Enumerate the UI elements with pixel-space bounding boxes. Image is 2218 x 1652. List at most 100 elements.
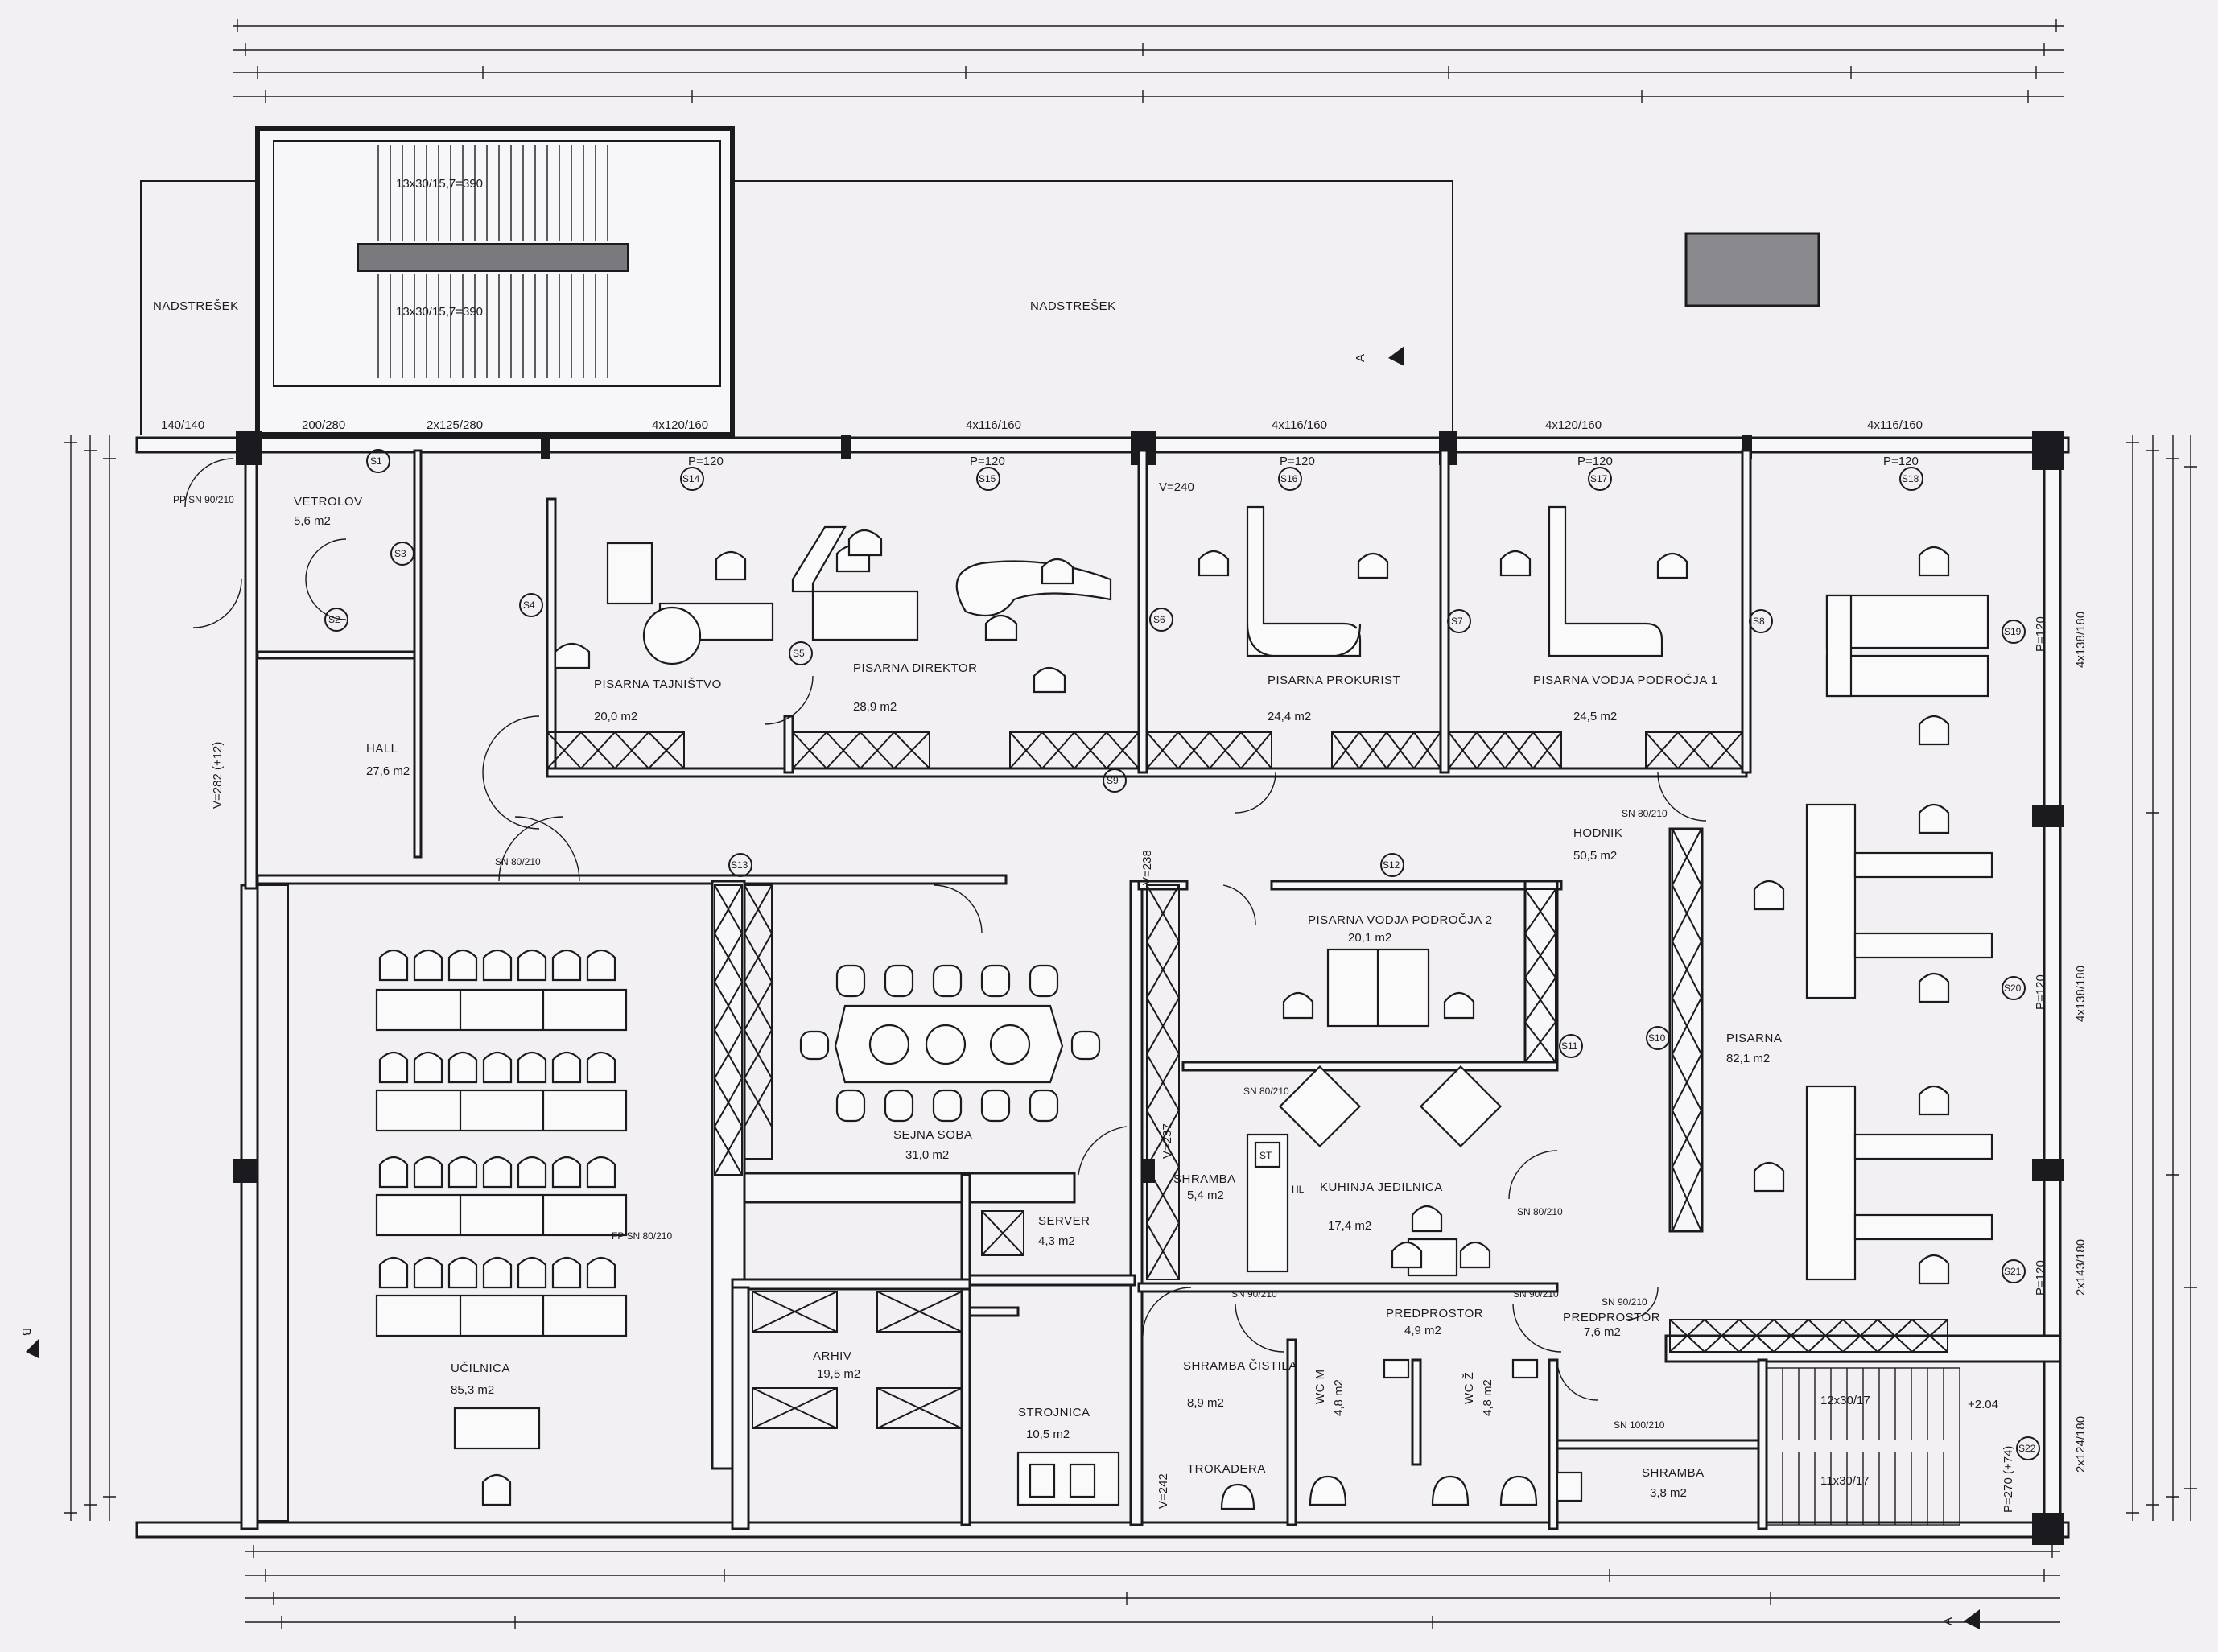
room-name: PISARNA [1726,1032,1782,1045]
door-label: SN 80/210 [1243,1086,1289,1097]
stair-label-right-lower: 11x30/17 [1820,1474,1870,1488]
room-area: 20,0 m2 [594,710,637,723]
room-area: 4,9 m2 [1404,1324,1441,1337]
room-name: VETROLOV [294,495,363,509]
room-name: STROJNICA [1018,1406,1090,1419]
tag: S7 [1451,616,1463,627]
roof-unit [1684,232,1820,307]
level-label: V=282 (+12) [211,742,225,809]
window-dim: 4x138/180 [2074,966,2088,1022]
fixture-label: HL [1292,1184,1305,1195]
door-label: SN 100/210 [1614,1419,1665,1431]
section-mark-a-top: A [1354,354,1367,362]
parapet-label: P=120 [1280,455,1315,468]
window-dim: 4x120/160 [1545,418,1602,432]
room-name: SHRAMBA [1642,1466,1705,1480]
tag: S17 [1590,473,1608,484]
room-name: HALL [366,742,398,756]
door-label: SN 80/210 [1517,1206,1563,1217]
room-area: 20,1 m2 [1348,931,1391,945]
side-dimension-lines [64,435,2197,1521]
room-area: 5,6 m2 [294,514,331,528]
office-furniture [554,505,1993,1510]
tag: S6 [1153,614,1165,625]
room-name: PISARNA PROKURIST [1268,674,1400,687]
storage-cabinets [257,731,1948,1522]
room-name: SHRAMBA [1173,1172,1236,1186]
stair-label-right-upper: 12x30/17 [1820,1394,1870,1407]
parapet-label: P=120 [2034,974,2047,1010]
room-area: 8,9 m2 [1187,1396,1224,1410]
door-label: SN 80/210 [495,856,541,867]
room-name: TROKADERA [1187,1462,1266,1476]
door-label: FP SN 80/210 [612,1230,672,1242]
room-name: SERVER [1038,1214,1090,1228]
room-name: PREDPROSTOR [1563,1311,1660,1324]
room-name: SHRAMBA ČISTILA [1183,1359,1297,1373]
section-mark-a-bottom: A [1941,1617,1955,1625]
window-dim: 200/280 [302,418,345,432]
tag: S11 [1561,1040,1578,1052]
room-area: 82,1 m2 [1726,1052,1770,1065]
room-name: SEJNA SOBA [893,1128,972,1142]
room-area: 31,0 m2 [905,1148,949,1162]
room-area: 50,5 m2 [1573,849,1617,863]
room-area: 4,8 m2 [1481,1379,1494,1416]
tag: S15 [979,473,996,484]
room-area: 10,5 m2 [1026,1427,1070,1441]
window-dim: 140/140 [161,418,204,432]
window-tags: S1 S2 S3 S4 S5 S6 S7 S8 S9 S10 S11 S12 S… [324,449,2040,1460]
stair-bottom-right [1766,1367,1960,1526]
tag: S16 [1280,473,1298,484]
window-dim: 2x124/180 [2074,1416,2088,1473]
parapet-label: P=120 [1577,455,1613,468]
door-label: SN 90/210 [1231,1288,1277,1300]
tag: S8 [1753,616,1765,627]
room-area: 85,3 m2 [451,1383,494,1397]
room-area: 4,3 m2 [1038,1234,1075,1248]
room-area: 7,6 m2 [1584,1325,1621,1339]
level-label: V=240 [1159,480,1194,494]
room-name: PISARNA TAJNIŠTVO [594,678,722,691]
top-dimension-lines [233,19,2064,103]
room-area: 28,9 m2 [853,700,897,714]
tag: S10 [1648,1032,1666,1044]
structural-columns [233,431,2064,1545]
room-name: PISARNA VODJA PODROČJA 2 [1308,913,1493,927]
room-area: 4,8 m2 [1332,1379,1346,1416]
door-label: SN 90/210 [1602,1296,1647,1308]
room-name: WC M [1313,1369,1327,1404]
tag: S22 [2018,1443,2036,1454]
room-name: NADSTREŠEK [153,299,239,313]
room-area: 19,5 m2 [817,1367,860,1381]
classroom-furniture [375,949,628,1506]
room-area: 5,4 m2 [1187,1189,1224,1202]
room-name: KUHINJA JEDILNICA [1320,1180,1443,1194]
bottom-dimension-lines [245,1545,2060,1629]
parapet-label: P=120 [970,455,1005,468]
tag: S9 [1107,775,1119,786]
room-name: WC Ž [1462,1372,1476,1404]
room-name: HODNIK [1573,826,1622,840]
door-label: SN 80/210 [1622,808,1668,819]
stair-label-lower: 13x30/15,7=390 [396,305,483,319]
door-swings [184,458,1707,1401]
tag: S14 [682,473,700,484]
level-label: V=242 [1156,1473,1170,1509]
room-name: PISARNA DIREKTOR [853,661,977,675]
room-area: 27,6 m2 [366,764,410,778]
tag: S3 [394,548,406,559]
tag: S18 [1902,473,1919,484]
section-markers: A A B [19,346,1980,1629]
window-dim: 4x138/180 [2074,612,2088,668]
tag: S13 [731,859,748,871]
parapet-label: P=120 [2034,1260,2047,1296]
stair-tower [255,126,735,437]
level-label: V=238 [1140,850,1154,885]
parapet-label: P=120 [2034,616,2047,652]
room-area: 17,4 m2 [1328,1219,1371,1233]
tag: S2 [328,614,340,625]
tag: S12 [1383,859,1400,871]
tag: S5 [793,648,805,659]
level-label: P=270 (+74) [2002,1446,2015,1513]
